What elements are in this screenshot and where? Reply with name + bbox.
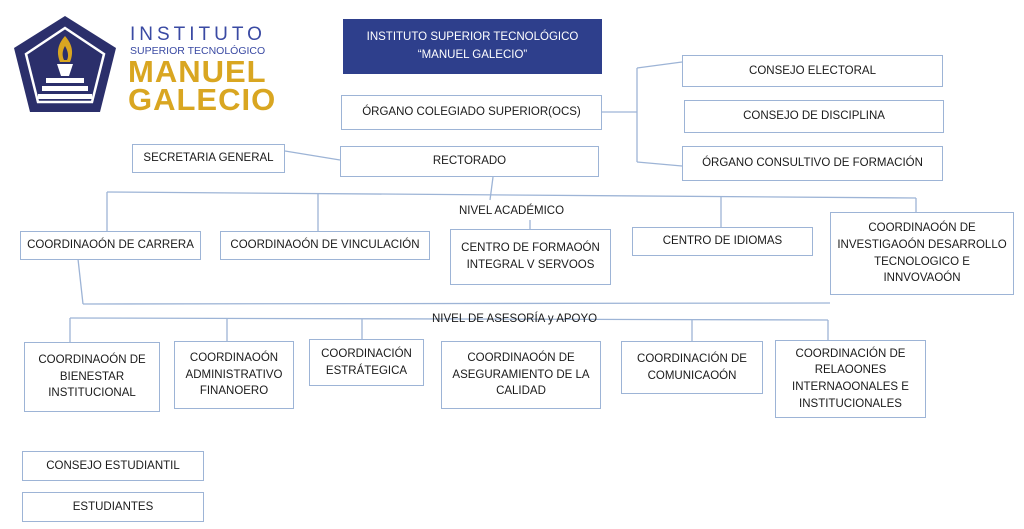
nivel-asesoria-label: NIVEL DE ASESORÍA y APOYO — [432, 313, 598, 325]
centro-idiomas-box: CENTRO DE IDIOMAS — [632, 227, 813, 256]
ocs-box: ÓRGANO COLEGIADO SUPERIOR(OCS) — [341, 95, 602, 130]
coordinacion-investigacion-box: COORDINAOÓN DE INVESTIGAOÓN DESARROLLO T… — [830, 212, 1014, 295]
logo-manuel-text: MANUEL — [128, 54, 267, 89]
logo-galecio-text: GALECIO — [128, 82, 277, 117]
consejo-electoral-box: CONSEJO ELECTORAL — [682, 55, 943, 87]
torch-emblem-icon — [14, 16, 116, 112]
coordinacion-aseguramiento-box: COORDINAOÓN DE ASEGURAMIENTO DE LA CALID… — [441, 341, 601, 409]
coordinacion-bienestar-box: COORDINAOÓN DE BIENESTAR INSTITUCIONAL — [24, 342, 160, 412]
logo-instituto-text: INSTITUTO — [130, 24, 266, 45]
estudiantes-box: ESTUDIANTES — [22, 492, 204, 522]
title-box: INSTITUTO SUPERIOR TECNOLÓGICO “MANUEL G… — [343, 19, 602, 74]
consejo-estudiantil-box: CONSEJO ESTUDIANTIL — [22, 451, 204, 481]
rectorado-box: RECTORADO — [340, 146, 599, 177]
coordinacion-estrategica-box: COORDINACIÓN ESTRÁTEGICA — [309, 339, 424, 386]
title-line1: INSTITUTO SUPERIOR TECNOLÓGICO — [366, 31, 579, 44]
consejo-disciplina-box: CONSEJO DE DISCIPLINA — [684, 100, 944, 133]
secretaria-general-box: SECRETARIA GENERAL — [132, 144, 285, 173]
organo-consultivo-box: ÓRGANO CONSULTIVO DE FORMACIÓN — [682, 146, 943, 181]
nivel-academico-label: NIVEL ACADÉMICO — [459, 205, 565, 217]
title-line2: “MANUEL GALECIO” — [417, 48, 528, 61]
institute-logo: INSTITUTO SUPERIOR TECNOLÓGICO MANUEL GA… — [10, 14, 275, 116]
coordinacion-administrativo-box: COORDINAOÓN ADMINISTRATIVO FINANOERO — [174, 341, 294, 409]
coordinacion-carrera-box: COORDINAOÓN DE CARRERA — [20, 231, 201, 260]
coordinacion-comunicacion-box: COORDINACIÓN DE COMUNICAOÓN — [621, 341, 763, 394]
centro-formacion-box: CENTRO DE FORMAOÓN INTEGRAL V SERVOOS — [450, 229, 611, 285]
coordinacion-vinculacion-box: COORDINAOÓN DE VINCULACIÓN — [220, 231, 430, 260]
coordinacion-relaciones-box: COORDINACIÓN DE RELAOONES INTERNAOONALES… — [775, 340, 926, 418]
logo-superior-text: SUPERIOR TECNOLÓGICO — [130, 45, 266, 57]
